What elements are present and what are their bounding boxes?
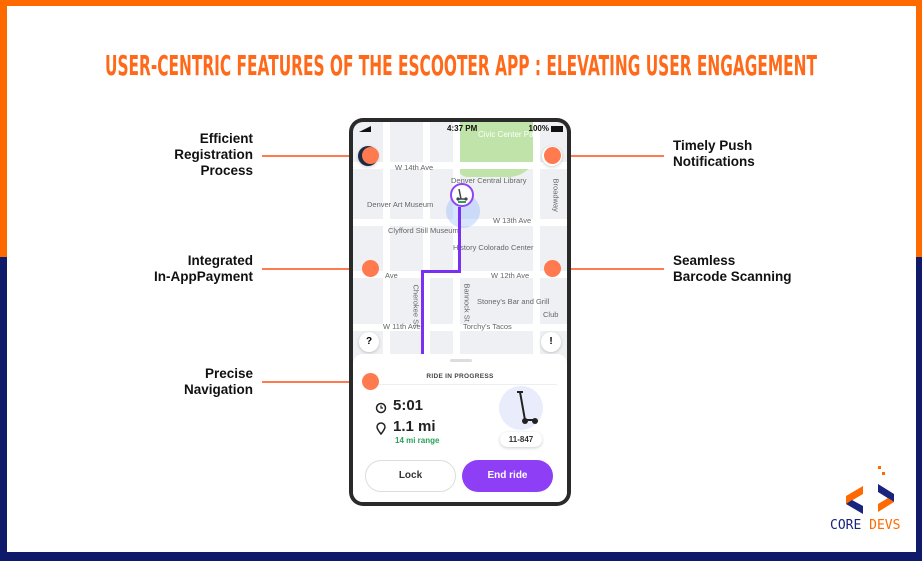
- feature-text: Integrated: [187, 253, 253, 268]
- feature-notifications: Timely Push Notifications: [673, 138, 755, 170]
- map-road: [423, 122, 430, 502]
- marker-dot: [362, 147, 379, 164]
- clock-icon: [375, 402, 387, 414]
- page-title-wrap: USER-CENTRIC FEATURES OF THE ESCOOTER AP…: [105, 49, 817, 82]
- marker-dot: [362, 373, 379, 390]
- route-line: [421, 270, 461, 273]
- phone-mockup: 4:37 PM 100% Civic Center Park W 14th Av…: [349, 118, 571, 506]
- app-screen: 4:37 PM 100% Civic Center Park W 14th Av…: [353, 122, 567, 502]
- feature-text: Notifications: [673, 154, 755, 169]
- connector: [262, 381, 370, 383]
- map-label: Clyfford Still Museum: [388, 226, 459, 235]
- feature-navigation: Precise Navigation: [184, 366, 253, 398]
- map-road: [353, 162, 567, 169]
- map-label: Denver Central Library: [451, 176, 527, 185]
- ride-sheet: RIDE IN PROGRESS 5:01 1.1 mi 14 mi range…: [353, 354, 567, 502]
- marker-dot: [544, 260, 561, 277]
- feature-text: Timely Push: [673, 138, 753, 153]
- feature-payment: Integrated In-AppPayment: [154, 253, 253, 285]
- feature-text: In-AppPayment: [153, 269, 253, 284]
- battery-icon: [551, 126, 563, 132]
- route-line: [458, 207, 461, 273]
- feature-text: Precise: [204, 366, 253, 381]
- help-button[interactable]: ?: [359, 332, 379, 352]
- marker-dot: [362, 260, 379, 277]
- feature-text: Barcode Scanning: [673, 269, 792, 284]
- map-road: [533, 122, 540, 502]
- map-road: [453, 122, 460, 502]
- marker-dot: [544, 147, 561, 164]
- map-label: Bannock St: [462, 283, 472, 322]
- feature-text: Navigation: [183, 382, 253, 397]
- map-label: Cherokee St: [411, 284, 421, 327]
- map-label: Denver Art Museum: [367, 200, 434, 209]
- feature-text: Efficient: [199, 131, 253, 146]
- map-label: Ave: [385, 271, 398, 280]
- ride-distance: 1.1 mi: [393, 418, 436, 435]
- feature-barcode: Seamless Barcode Scanning: [673, 253, 792, 285]
- scooter-image-icon: [499, 386, 543, 430]
- feature-text: Process: [200, 163, 253, 178]
- scooter-range: 14 mi range: [395, 436, 440, 445]
- alert-button[interactable]: !: [541, 332, 561, 352]
- ride-status: RIDE IN PROGRESS: [426, 373, 494, 380]
- map-label: W 12th Ave: [491, 271, 530, 280]
- connector: [552, 268, 664, 270]
- connector: [262, 268, 370, 270]
- core-devs-logo-icon: [846, 466, 894, 514]
- scooter-glyph-icon: [456, 188, 468, 203]
- status-time: 4:37 PM: [447, 124, 478, 133]
- connector: [552, 155, 664, 157]
- feature-text: Registration: [174, 147, 253, 162]
- end-ride-button[interactable]: End ride: [462, 460, 553, 492]
- map-label: Civic Center Park: [478, 130, 541, 139]
- route-line: [421, 270, 424, 360]
- map-label: W 11th Ave: [383, 322, 421, 331]
- status-battery: 100%: [528, 124, 549, 133]
- feature-registration: Efficient Registration Process: [174, 131, 253, 179]
- sheet-handle[interactable]: [450, 359, 472, 362]
- map-road: [353, 324, 567, 331]
- location-pin-icon: [376, 422, 386, 435]
- page-title: USER-CENTRIC FEATURES OF THE ESCOOTER AP…: [105, 49, 817, 82]
- status-bar: 4:37 PM 100%: [353, 124, 567, 136]
- map-label: Club: [543, 310, 559, 319]
- scooter-illustration-icon: [517, 391, 538, 424]
- map-label: Broadway: [551, 178, 561, 212]
- map-label: Torchy's Tacos: [463, 322, 512, 331]
- scooter-id: 11-847: [500, 432, 542, 447]
- map-label: W 14th Ave: [395, 163, 434, 172]
- scooter-pin-icon[interactable]: [450, 183, 474, 207]
- brand-core: CORE: [830, 518, 862, 533]
- connector: [262, 155, 370, 157]
- feature-text: Seamless: [673, 253, 736, 268]
- lock-button[interactable]: Lock: [365, 460, 456, 492]
- map-label: W 13th Ave: [493, 216, 532, 225]
- brand-devs: DEVS: [869, 518, 901, 533]
- divider: [363, 384, 557, 385]
- map-label: History Colorado Center: [453, 243, 534, 252]
- map-road: [353, 271, 567, 278]
- map-label: Stoney's Bar and Grill: [477, 297, 550, 306]
- ride-time: 5:01: [393, 397, 424, 414]
- brand-name: CORE DEVS: [830, 518, 900, 533]
- map-road: [383, 122, 390, 502]
- signal-icon: [359, 126, 371, 132]
